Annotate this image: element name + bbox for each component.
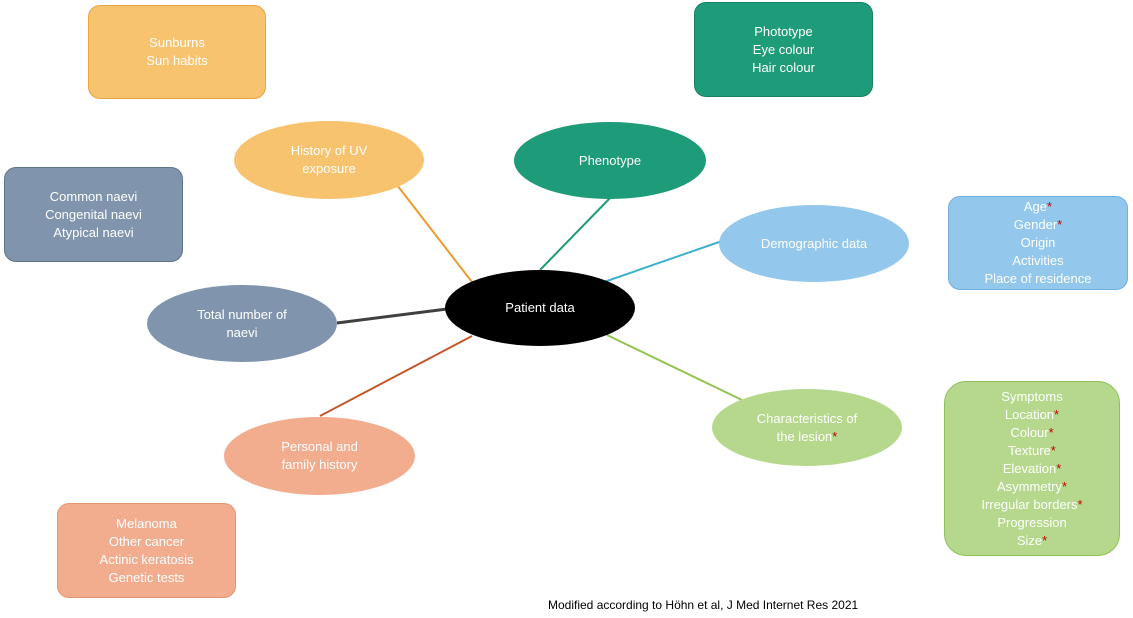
- detail-item: Age*: [1024, 198, 1052, 216]
- lesion-characteristics-label: Characteristics of the lesion*: [756, 410, 858, 444]
- detail-item: Origin: [1021, 234, 1056, 252]
- uv-exposure-label: History of UV exposure: [290, 143, 368, 176]
- detail-item: Sunburns: [149, 34, 205, 52]
- detail-item: Elevation*: [1003, 460, 1062, 478]
- detail-item: Other cancer: [109, 533, 184, 551]
- detail-item-text: Gender: [1013, 217, 1058, 232]
- detail-item: Melanoma: [116, 515, 177, 533]
- detail-item: Size*: [1017, 532, 1047, 550]
- detail-item-text: Melanoma: [116, 515, 177, 531]
- uv-exposure-node: History of UV exposure: [234, 121, 424, 199]
- detail-item: Sun habits: [146, 52, 207, 70]
- personal-family-history-label: Personal and family history: [281, 439, 358, 472]
- required-asterisk: *: [1056, 460, 1062, 476]
- detail-item-text: Colour: [1010, 424, 1049, 440]
- total-naevi-label: Total number of naevi: [197, 306, 287, 340]
- detail-item-text: Irregular borders: [981, 496, 1078, 512]
- detail-item: Genetic tests: [109, 569, 185, 587]
- connector-demographic: [603, 240, 723, 283]
- detail-item: Phototype: [754, 23, 813, 41]
- required-asterisk: *: [1050, 442, 1056, 458]
- detail-item: Hair colour: [752, 59, 815, 77]
- connector-uv: [396, 184, 473, 283]
- detail-item: Eye colour: [753, 41, 814, 59]
- detail-item-text: Size: [1016, 532, 1043, 548]
- detail-item: Asymmetry*: [997, 478, 1067, 496]
- required-asterisk: *: [1077, 496, 1083, 512]
- patient-data-label: Patient data: [505, 300, 575, 315]
- detail-item-text: Atypical naevi: [53, 224, 134, 240]
- detail-item-text: Symptoms: [1001, 388, 1063, 404]
- required-asterisk: *: [1057, 217, 1063, 232]
- detail-item-text: Eye colour: [752, 41, 815, 57]
- detail-item: Gender*: [1014, 216, 1062, 234]
- required-asterisk: *: [832, 428, 838, 444]
- detail-item: Symptoms: [1001, 388, 1062, 406]
- demographic-data-label: Demographic data: [760, 235, 868, 251]
- detail-item-text: Actinic keratosis: [99, 551, 194, 567]
- phenotype-node: Phenotype: [514, 122, 706, 199]
- required-asterisk: *: [1061, 478, 1068, 494]
- required-asterisk: *: [1047, 199, 1053, 214]
- detail-item-text: Hair colour: [752, 59, 815, 75]
- detail-item-text: Progression: [997, 514, 1067, 530]
- detail-item-text: Other cancer: [108, 533, 185, 549]
- detail-item-text: Congenital naevi: [45, 206, 142, 222]
- connector-personal: [319, 335, 473, 417]
- detail-item-text: Age: [1023, 199, 1048, 214]
- detail-item: Common naevi: [50, 188, 137, 206]
- detail-item-text: Texture: [1008, 442, 1051, 458]
- detail-item-text: Genetic tests: [108, 569, 185, 585]
- detail-item: Activities: [1012, 252, 1063, 270]
- detail-item: Congenital naevi: [45, 206, 142, 224]
- detail-item: Colour*: [1010, 424, 1053, 442]
- lesion-characteristics-node: Characteristics of the lesion*: [712, 389, 902, 466]
- detail-item: Atypical naevi: [53, 224, 133, 242]
- detail-item-text: Asymmetry: [996, 478, 1062, 494]
- detail-item-text: Common naevi: [49, 188, 138, 204]
- connector-lesion: [606, 334, 743, 401]
- detail-item-text: Sun habits: [146, 53, 208, 68]
- detail-item-text: Sunburns: [149, 35, 205, 50]
- detail-item: Progression: [997, 514, 1066, 532]
- detail-item: Place of residence: [985, 270, 1092, 288]
- connector-naevi: [336, 307, 448, 325]
- detail-item-text: Activities: [1012, 253, 1064, 268]
- connector-phenotype: [539, 196, 612, 271]
- detail-item: Location*: [1005, 406, 1059, 424]
- demographic-data-node: Demographic data: [719, 205, 909, 282]
- detail-item: Texture*: [1008, 442, 1056, 460]
- phenotype-label: Phenotype: [578, 152, 642, 168]
- personal-family-history-node: Personal and family history: [224, 417, 415, 495]
- detail-item-text: Elevation: [1002, 460, 1057, 476]
- source-caption: Modified according to Höhn et al, J Med …: [548, 598, 859, 612]
- required-asterisk: *: [1054, 406, 1060, 422]
- detail-item-text: Place of residence: [984, 271, 1092, 286]
- detail-item: Irregular borders*: [981, 496, 1082, 514]
- required-asterisk: *: [1042, 532, 1048, 548]
- patient-data-node: Patient data: [445, 270, 635, 346]
- detail-item-text: Origin: [1020, 235, 1056, 250]
- required-asterisk: *: [1048, 424, 1054, 440]
- detail-item: Actinic keratosis: [100, 551, 194, 569]
- detail-item-text: Phototype: [754, 23, 813, 39]
- detail-item-text: Location: [1004, 406, 1055, 422]
- total-naevi-node: Total number of naevi: [147, 285, 337, 362]
